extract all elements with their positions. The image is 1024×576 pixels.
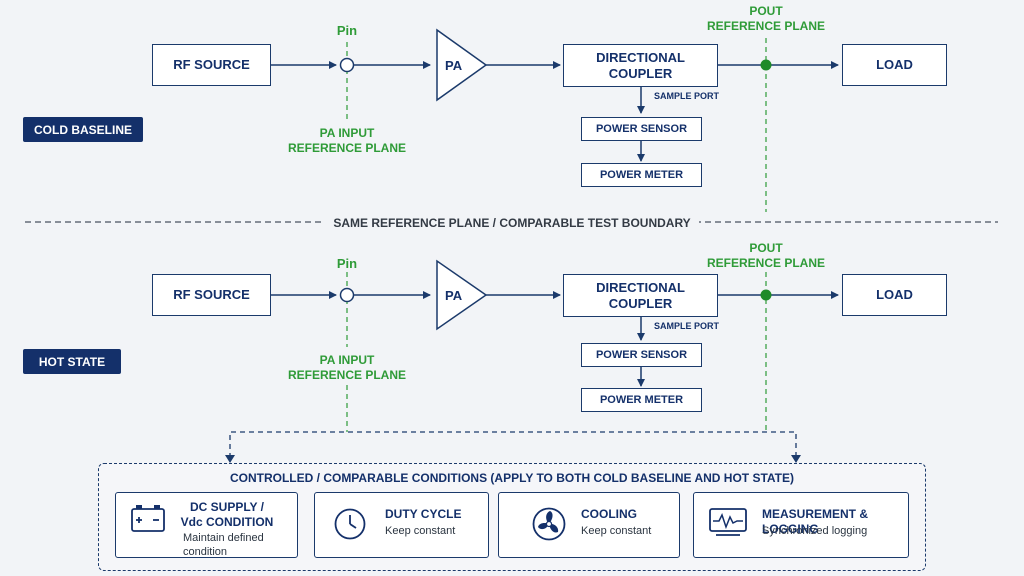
cold-power-meter-box: POWER METER xyxy=(581,163,702,187)
connector-arrowhead-left xyxy=(225,455,235,463)
hot-pa-input-ref-label: PA INPUT REFERENCE PLANE xyxy=(287,353,406,382)
hot-rf-source-box: RF SOURCE xyxy=(152,274,271,316)
condition-measurement-sub: Synchronized logging xyxy=(762,525,868,537)
cold-sample-port-label: SAMPLE PORT xyxy=(654,91,720,101)
cold-rf-source-box: RF SOURCE xyxy=(152,44,271,86)
divider-label: SAME REFERENCE PLANE / COMPARABLE TEST B… xyxy=(0,216,1024,230)
condition-dc-supply-heading: DC SUPPLY / Vdc CONDITION xyxy=(180,500,274,529)
hot-directional-coupler-box: DIRECTIONAL COUPLER xyxy=(563,274,718,317)
connector-bracket xyxy=(229,431,797,458)
condition-connectors xyxy=(225,431,801,463)
cold-pout-node xyxy=(760,59,772,71)
hot-power-sensor-box: POWER SENSOR xyxy=(581,343,702,367)
cold-power-sensor-box: POWER SENSOR xyxy=(581,117,702,141)
cold-directional-coupler-box: DIRECTIONAL COUPLER xyxy=(563,44,718,87)
condition-measurement-heading: MEASUREMENT & LOGGING xyxy=(762,507,869,536)
connector-arrowhead-right xyxy=(791,455,801,463)
condition-duty-cycle-sub: Keep constant xyxy=(385,525,456,537)
hot-pa-label: PA xyxy=(445,288,463,303)
hot-signal-path xyxy=(271,259,839,432)
hot-pin-label: Pin xyxy=(336,256,358,271)
hot-state-tag: HOT STATE xyxy=(23,349,121,374)
fan-icon xyxy=(532,507,566,541)
condition-card-duty-cycle: DUTY CYCLE Keep constant xyxy=(314,492,489,558)
hot-pin-node xyxy=(339,287,355,303)
hot-load-box: LOAD xyxy=(842,274,947,316)
condition-duty-cycle-heading: DUTY CYCLE xyxy=(385,507,462,521)
hot-pout-ref-label: POUT REFERENCE PLANE xyxy=(706,241,825,270)
clock-icon xyxy=(334,508,366,540)
conditions-title: CONTROLLED / COMPARABLE CONDITIONS (APPL… xyxy=(229,471,794,485)
cold-pout-ref-label: POUT REFERENCE PLANE xyxy=(706,4,825,33)
cold-signal-path xyxy=(271,28,839,212)
cold-pa-input-ref-label: PA INPUT REFERENCE PLANE xyxy=(287,126,406,155)
hot-pa-triangle xyxy=(436,259,488,331)
cold-pa-triangle xyxy=(436,28,488,102)
condition-cooling-sub: Keep constant xyxy=(581,525,652,537)
condition-cooling-heading: COOLING xyxy=(581,507,637,521)
cold-pin-node xyxy=(339,57,355,73)
hot-pout-node xyxy=(760,289,772,301)
condition-card-dc-supply: DC SUPPLY / Vdc CONDITION Maintain defin… xyxy=(115,492,298,558)
cold-load-box: LOAD xyxy=(842,44,947,86)
condition-card-cooling: COOLING Keep constant xyxy=(498,492,680,558)
battery-icon xyxy=(131,505,165,532)
divider-label-text: SAME REFERENCE PLANE / COMPARABLE TEST B… xyxy=(325,216,699,230)
condition-dc-supply-sub: Maintain defined condition xyxy=(183,532,264,558)
cold-pa-label: PA xyxy=(445,58,463,73)
cold-pin-label: Pin xyxy=(336,23,358,38)
hot-sample-port-label: SAMPLE PORT xyxy=(654,321,720,331)
condition-card-measurement: MEASUREMENT & LOGGING Synchronized loggi… xyxy=(693,492,909,558)
monitor-waveform-icon xyxy=(709,508,747,536)
hot-power-meter-box: POWER METER xyxy=(581,388,702,412)
cold-baseline-tag: COLD BASELINE xyxy=(23,117,143,142)
